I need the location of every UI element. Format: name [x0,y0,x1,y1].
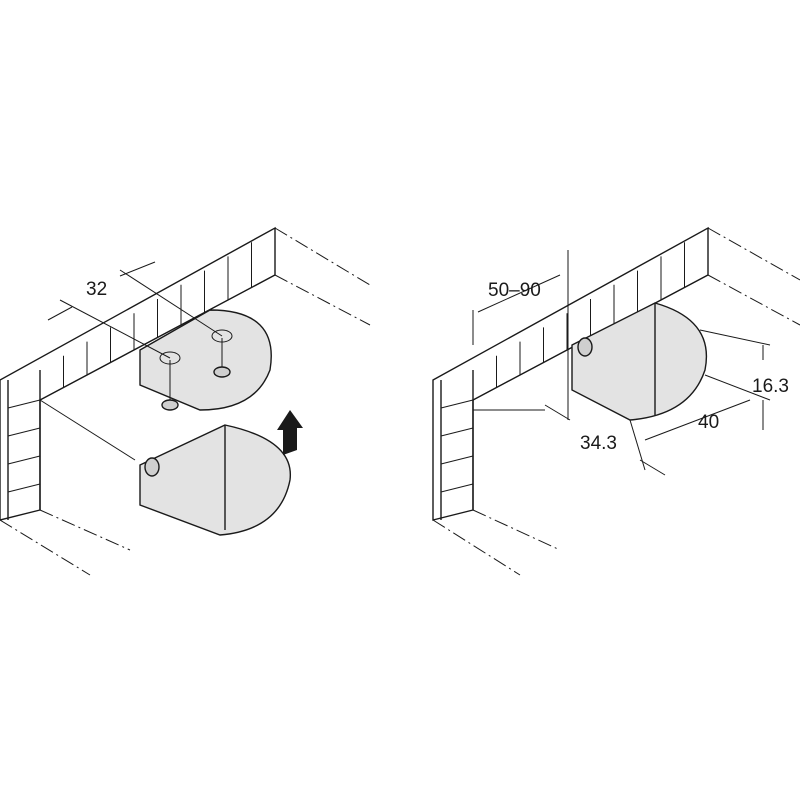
dimension-32 [47,261,223,359]
dimension-label-34-3: 34.3 [580,433,617,454]
dimension-lines-right [472,250,771,476]
right-cabinet [432,226,800,576]
side-grid-line [7,427,41,437]
side-grid-line [440,427,474,437]
screw-icon [161,366,231,411]
dimension-label-50-90: 50–90 [488,280,541,301]
side-grid-line [7,399,41,409]
side-grid-line [440,455,474,465]
side-grid-line [440,483,474,493]
left-cabinet [0,226,371,576]
side-grid-line [7,483,41,493]
dimension-label-32: 32 [86,279,107,300]
connector-installed [571,302,708,421]
arrow-up-icon [277,410,303,455]
dimension-label-40: 40 [698,412,719,433]
mounting-plate [139,309,272,411]
dimension-label-16-3: 16.3 [752,376,789,397]
side-grid-line [440,399,474,409]
connector-body [139,424,291,536]
side-grid-line [7,455,41,465]
